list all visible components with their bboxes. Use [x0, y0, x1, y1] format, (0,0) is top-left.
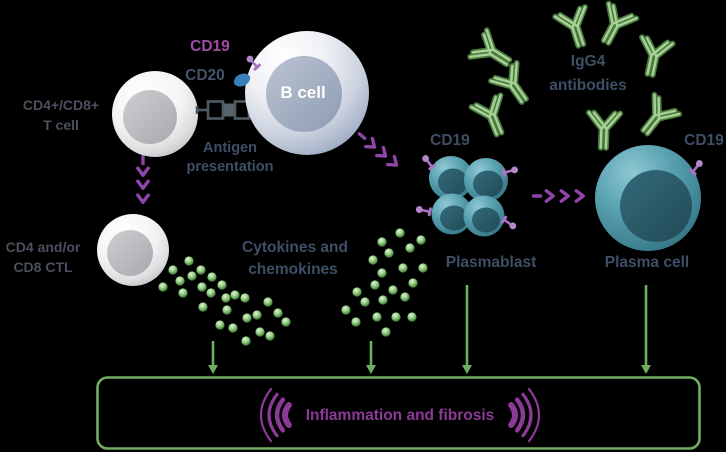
b-cell	[245, 31, 369, 155]
cytokine-dot	[398, 263, 408, 273]
cytokine-dot	[184, 256, 194, 266]
cytokine-dot	[395, 228, 405, 238]
cytokine-dot	[217, 280, 227, 290]
t-cell-label-line2: T cell	[43, 117, 79, 133]
cytokine-dot	[242, 313, 252, 323]
cytokine-dot	[377, 237, 387, 247]
plasma-cell	[595, 145, 701, 251]
cytokine-dot	[230, 290, 240, 300]
cytokine-dot	[408, 278, 418, 288]
t-cell	[112, 71, 198, 157]
cytokine-dot	[400, 292, 410, 302]
cytokine-dot	[215, 320, 225, 330]
cytokine-dot	[381, 327, 391, 337]
cytokine-dot	[252, 310, 262, 320]
cytokine-dot	[378, 295, 388, 305]
cytokine-dot	[240, 293, 250, 303]
cytokine-dot	[370, 280, 380, 290]
wave-arcs-left-icon	[259, 387, 292, 443]
cytokine-dot	[175, 276, 185, 286]
cytokine-dot	[341, 305, 351, 315]
cytokine-dot	[196, 265, 206, 275]
cytokine-dot	[198, 302, 208, 312]
ctl-label-line2: CD8 CTL	[13, 259, 73, 275]
cytokine-dot	[407, 312, 417, 322]
b-cell-label: B cell	[280, 83, 325, 102]
wave-arcs-right-icon	[508, 387, 541, 443]
cytokine-dot	[405, 243, 415, 253]
plasma-cell-label: Plasma cell	[605, 254, 689, 271]
igg4-label-line2: antibodies	[549, 77, 627, 94]
cytokine-dot	[372, 312, 382, 322]
cytokine-dot	[241, 336, 251, 346]
cd19-bcell-label: CD19	[190, 38, 230, 55]
cytokine-dot	[207, 272, 217, 282]
cytokine-dot	[228, 323, 238, 333]
cytokine-dot	[263, 297, 273, 307]
cytokine-dot	[351, 317, 361, 327]
cytokine-dot	[384, 248, 394, 258]
cd20-label: CD20	[185, 67, 225, 84]
ctl-cell	[97, 214, 169, 286]
green-arrow-plasmablast-icon	[462, 285, 472, 374]
cytokine-dot	[168, 265, 178, 275]
cytokine-dot	[206, 288, 216, 298]
antigen-presentation-label-line1: Antigen	[203, 140, 257, 156]
green-arrow-cytokines-1-icon	[208, 341, 218, 374]
cytokine-dot	[352, 287, 362, 297]
plasmablast-label: Plasmablast	[446, 254, 536, 271]
cytokine-dot	[391, 312, 401, 322]
cytokine-dot	[360, 297, 370, 307]
green-arrow-cytokines-2-icon	[366, 341, 376, 374]
cytokine-dot	[265, 331, 275, 341]
cytokine-dot	[416, 235, 426, 245]
cytokine-dot	[281, 317, 291, 327]
cd19-plasma-cell-label: CD19	[684, 132, 724, 149]
plasmablast-cell-cluster	[429, 156, 508, 237]
cytokines-label-line1: Cytokines and	[242, 239, 348, 256]
cytokine-dot	[418, 263, 428, 273]
cd20-marker-icon	[233, 73, 251, 87]
cytokine-dot	[158, 282, 168, 292]
t-cell-label-line1: CD4+/CD8+	[23, 97, 99, 113]
cytokine-dot	[388, 285, 398, 295]
cytokine-dot	[377, 268, 387, 278]
antigen-presentation-label-line2: presentation	[186, 159, 273, 175]
cytokine-dot	[187, 271, 197, 281]
igg4-label-line1: IgG4	[571, 53, 606, 70]
cytokine-dot	[273, 308, 283, 318]
cytokine-dot	[368, 255, 378, 265]
cytokine-dot	[221, 293, 231, 303]
cytokine-dot	[255, 327, 265, 337]
outcome-label: Inflammation and fibrosis	[306, 407, 495, 424]
green-arrow-plasma-cell-icon	[641, 285, 651, 374]
cytokine-dot	[197, 282, 207, 292]
ctl-label-line1: CD4 and/or	[6, 239, 81, 255]
cytokine-dot	[222, 305, 232, 315]
cytokines-label-line2: chemokines	[248, 261, 338, 278]
outcome-box	[96, 376, 701, 450]
cd19-plasmablast-label: CD19	[430, 132, 470, 149]
cytokine-dot	[178, 288, 188, 298]
